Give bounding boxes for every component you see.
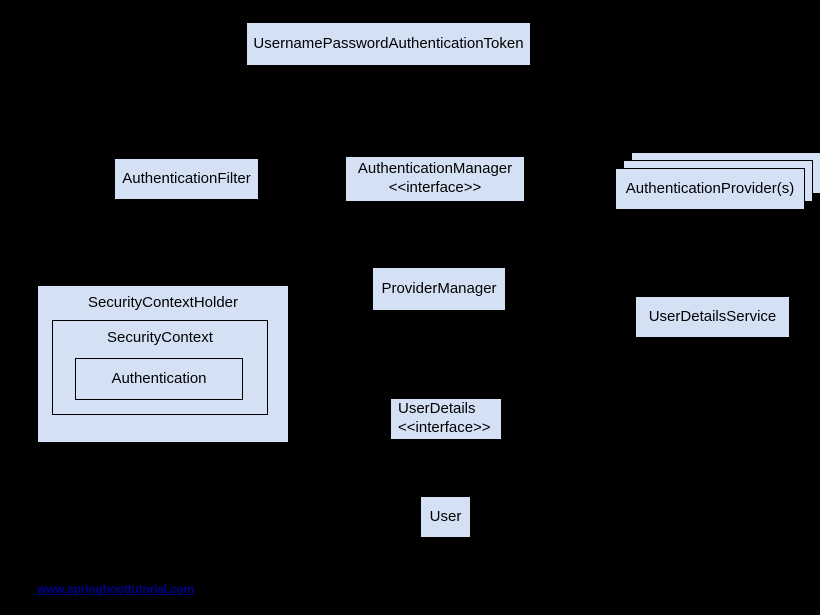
node-provider-manager: ProviderManager	[372, 267, 506, 311]
node-username-password-authentication-token: UsernamePasswordAuthenticationToken	[246, 22, 531, 66]
node-authentication-provider: AuthenticationProvider(s)	[615, 168, 805, 210]
node-user-details: UserDetails <<interface>>	[390, 398, 502, 440]
node-user: User	[420, 496, 471, 538]
node-user-details-service: UserDetailsService	[635, 296, 790, 338]
node-authentication: Authentication	[75, 358, 243, 400]
node-authentication-filter: AuthenticationFilter	[114, 158, 259, 200]
node-authentication-manager: AuthenticationManager <<interface>>	[345, 156, 525, 202]
footer-site-link[interactable]: www.springboottutorial.com	[37, 582, 195, 596]
